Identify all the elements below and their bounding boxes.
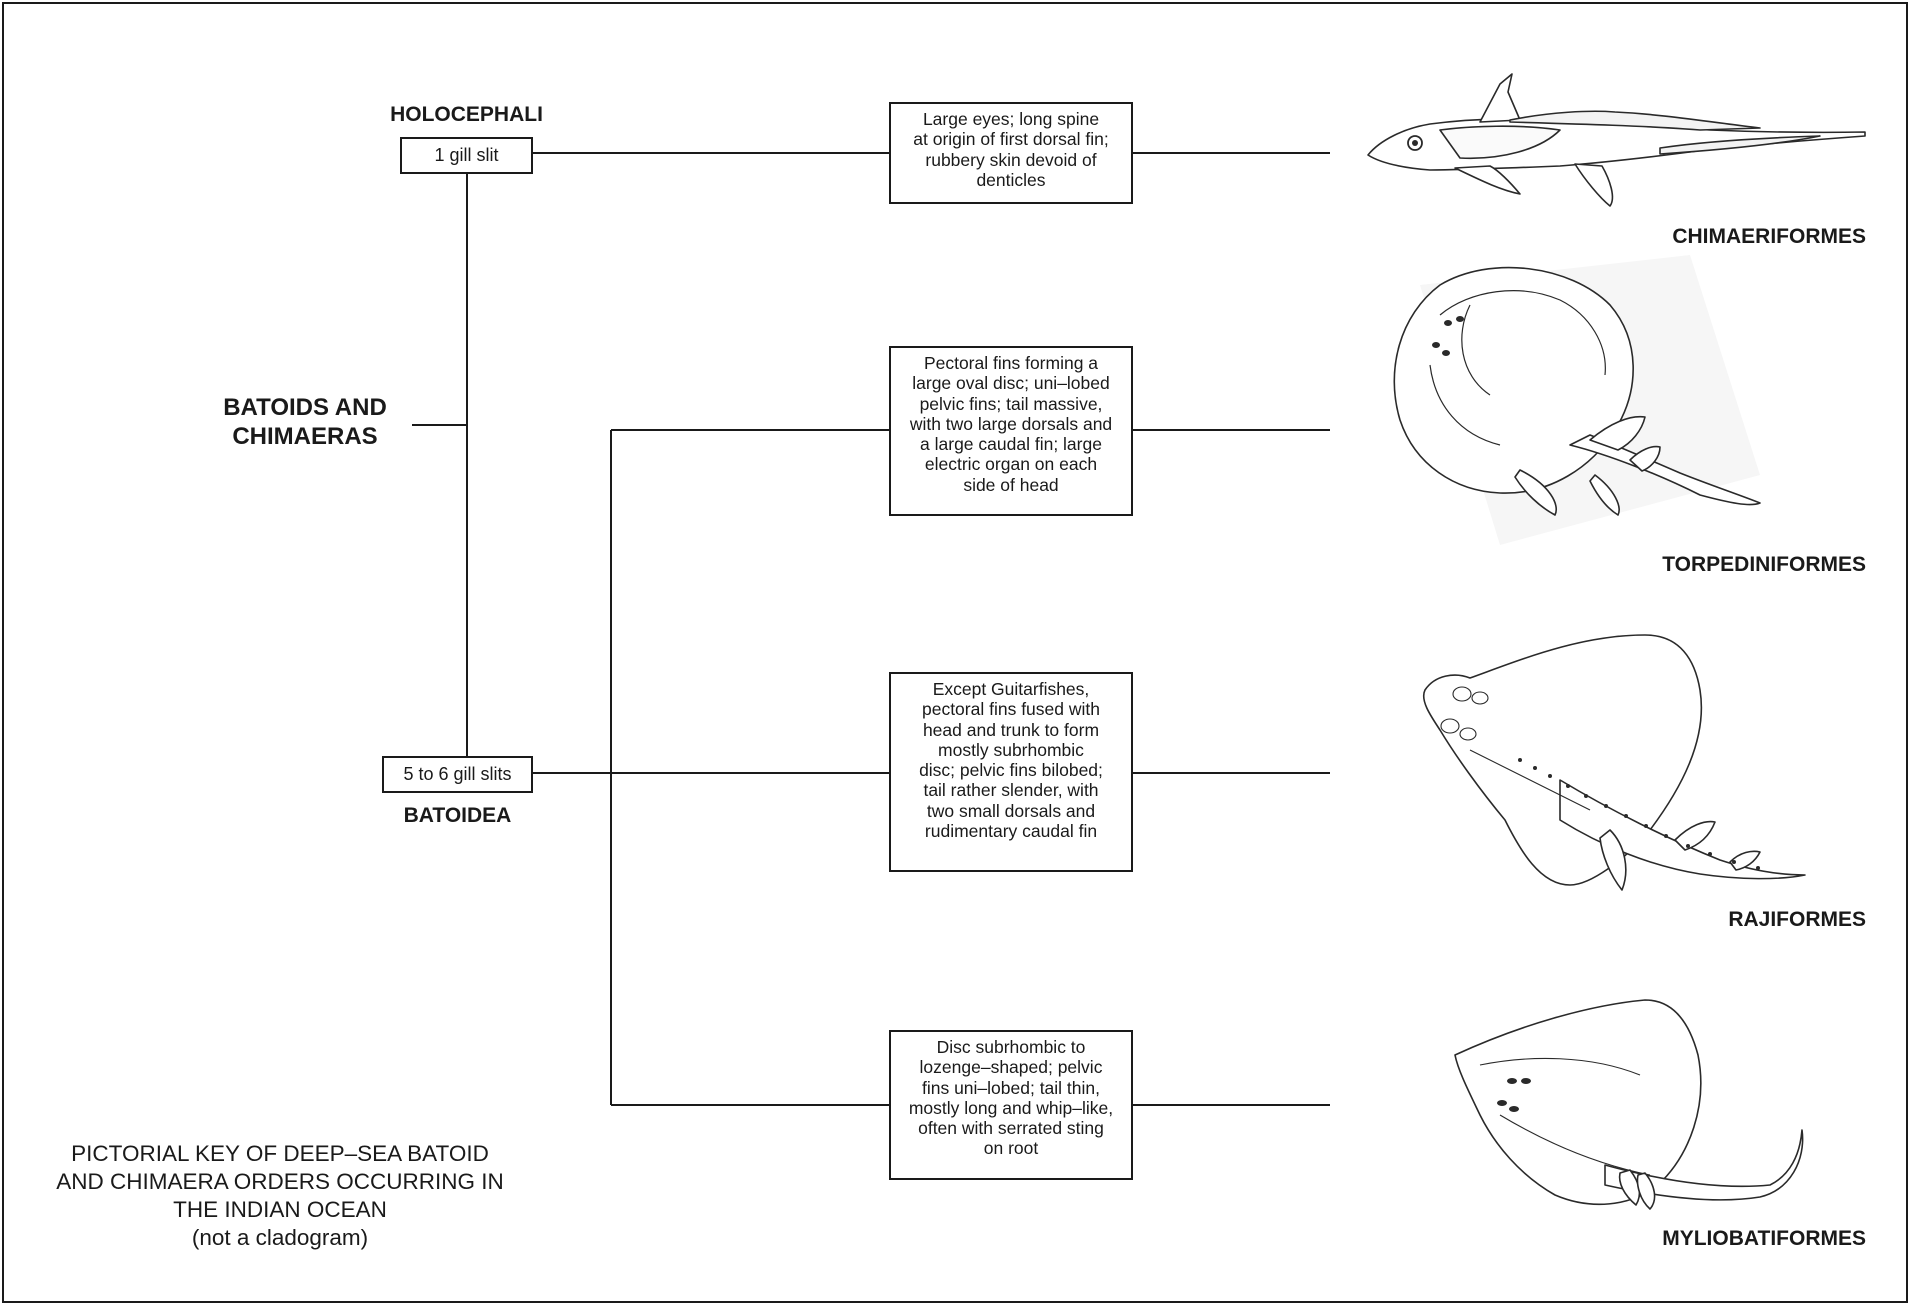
batoidea-gill-box: 5 to 6 gill slits (382, 756, 533, 793)
root-label-line1: BATOIDS AND (223, 394, 387, 421)
desc-line: large oval disc; uni–lobed (912, 373, 1110, 394)
torpediniformes-description-box: Pectoral fins forming a large oval disc;… (889, 346, 1133, 516)
desc-line: with two large dorsals and (909, 413, 1113, 434)
chimaera-illustration (1367, 73, 1866, 207)
root-label: BATOIDS AND CHIMAERAS (185, 393, 425, 451)
diagram-caption: PICTORIAL KEY OF DEEP–SEA BATOID AND CHI… (0, 1140, 560, 1252)
myliobatiformes-description-box: Disc subrhombic to lozenge–shaped; pelvi… (889, 1030, 1133, 1180)
desc-line: pectoral fins fused with (921, 699, 1100, 720)
desc-line: Disc subrhombic to (936, 1037, 1086, 1057)
holocephali-label: HOLOCEPHALI (390, 103, 543, 126)
holocephali-gill-box: 1 gill slit (400, 137, 533, 174)
rajiformes-description-box: Except Guitarfishes, pectoral fins fused… (889, 672, 1133, 872)
caption-line: PICTORIAL KEY OF DEEP–SEA BATOID (71, 1141, 489, 1166)
chimaeriformes-label: CHIMAERIFORMES (1672, 225, 1866, 248)
desc-line: disc; pelvic fins bilobed; (919, 760, 1103, 781)
desc-line: side of head (963, 474, 1059, 495)
stingray-illustration (1454, 999, 1804, 1210)
myliobatiformes-label: MYLIOBATIFORMES (1662, 1227, 1866, 1250)
torpedo-ray-illustration (1393, 255, 1761, 545)
desc-line: rudimentary caudal fin (924, 821, 1098, 842)
desc-line: Large eyes; long spine (922, 109, 1100, 129)
desc-line: head and trunk to form (922, 719, 1100, 740)
skate-illustration (1422, 634, 1806, 891)
desc-line: two small dorsals and (926, 800, 1096, 821)
caption-line: (not a cladogram) (191, 1225, 369, 1250)
rajiformes-label: RAJIFORMES (1728, 908, 1866, 931)
caption-line: THE INDIAN OCEAN (173, 1197, 387, 1222)
desc-line: often with serrated sting (918, 1118, 1104, 1139)
desc-line: mostly subrhombic (938, 739, 1084, 760)
desc-line: at origin of first dorsal fin; (913, 129, 1109, 150)
desc-line: Except Guitarfishes, (932, 679, 1090, 699)
desc-line: pelvic fins; tail massive, (919, 393, 1103, 414)
desc-line: electric organ on each (924, 454, 1098, 475)
caption-line: AND CHIMAERA ORDERS OCCURRING IN (56, 1169, 504, 1194)
desc-line: lozenge–shaped; pelvic (919, 1057, 1103, 1078)
desc-line: mostly long and whip–like, (908, 1097, 1114, 1118)
desc-line: tail rather slender, with (923, 780, 1099, 801)
chimaeriformes-description-box: Large eyes; long spine at origin of firs… (889, 102, 1133, 204)
desc-line: rubbery skin devoid of (925, 149, 1097, 170)
desc-line: Pectoral fins forming a (923, 353, 1099, 373)
desc-line: fins uni–lobed; tail thin, (921, 1077, 1101, 1098)
torpediniformes-label: TORPEDINIFORMES (1662, 553, 1866, 576)
desc-line: a large caudal fin; large (920, 434, 1102, 455)
root-label-line2: CHIMAERAS (232, 423, 378, 450)
desc-line: denticles (976, 169, 1046, 190)
desc-line: on root (983, 1138, 1039, 1159)
batoidea-label: BATOIDEA (403, 804, 512, 827)
